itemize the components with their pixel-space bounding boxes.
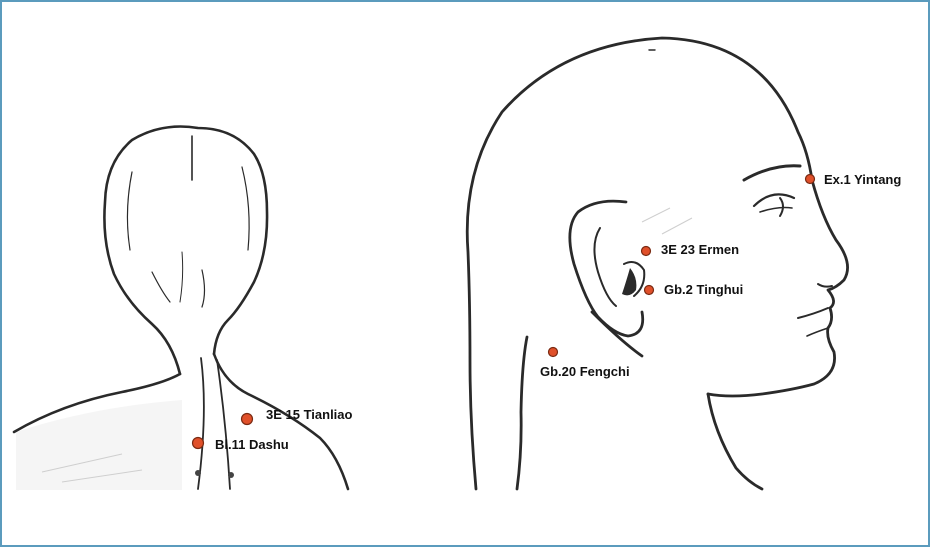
point-dashu-marker[interactable] bbox=[193, 438, 204, 449]
point-dashu-label: Bl.11 Dashu bbox=[215, 437, 289, 452]
point-ermen-marker[interactable] bbox=[642, 247, 651, 256]
point-ermen-label: 3E 23 Ermen bbox=[661, 242, 739, 257]
point-tinghui-label: Gb.2 Tinghui bbox=[664, 282, 743, 297]
point-tinghui-marker[interactable] bbox=[645, 286, 654, 295]
point-yintang-label: Ex.1 Yintang bbox=[824, 172, 901, 187]
point-yintang-marker[interactable] bbox=[806, 175, 815, 184]
point-tianliao-label: 3E 15 Tianliao bbox=[266, 407, 352, 422]
ear-canal bbox=[622, 268, 636, 295]
profile-figure bbox=[467, 38, 847, 489]
point-tianliao-marker[interactable] bbox=[242, 414, 253, 425]
point-fengchi-marker[interactable] bbox=[549, 348, 558, 357]
point-fengchi-label: Gb.20 Fengchi bbox=[540, 364, 630, 379]
